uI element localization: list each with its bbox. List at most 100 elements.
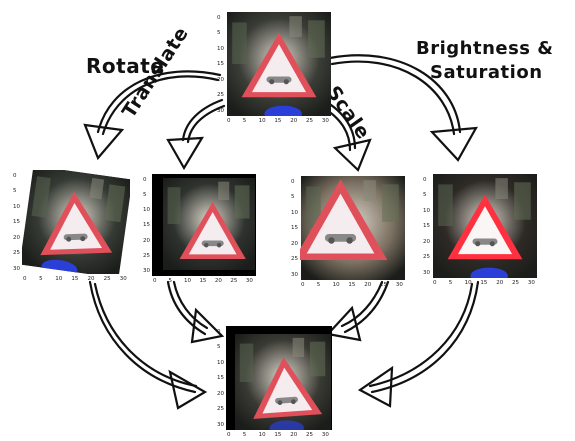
y-tick-label: 15: [143, 222, 150, 229]
x-tick-label: 20: [364, 282, 372, 288]
y-tick-label: 15: [423, 223, 430, 230]
x-tick-label: 5: [242, 118, 247, 124]
y-tick-label: 5: [217, 30, 221, 37]
x-tick-label: 5: [242, 432, 247, 438]
x-tick-label: 10: [55, 276, 63, 282]
x-tick-label: 15: [274, 432, 282, 438]
y-tick-label: 0: [217, 15, 221, 21]
y-tick-label: 0: [217, 329, 221, 335]
y-tick-label: 20: [291, 240, 298, 247]
y-tick-label: 10: [423, 207, 430, 214]
x-tick-label: 0: [23, 276, 27, 282]
y-tick-label: 10: [13, 203, 20, 210]
y-tick-label: 15: [217, 375, 224, 382]
x-tick-label: 10: [258, 118, 266, 124]
y-tick-label: 20: [423, 238, 430, 245]
x-tick-label: 0: [433, 280, 437, 286]
x-tick-label: 25: [103, 276, 111, 282]
x-tick-label: 25: [380, 282, 388, 288]
x-tick-label: 5: [316, 282, 321, 288]
y-tick-label: 20: [217, 76, 224, 83]
y-tick-label: 0: [143, 177, 147, 183]
image-frame: [22, 170, 130, 274]
x-tick-label: 5: [168, 278, 172, 284]
x-tick-label: 15: [274, 118, 282, 124]
x-tick-label: 20: [496, 280, 504, 286]
traffic-sign-image: [300, 176, 405, 280]
y-tick-label: 5: [291, 194, 295, 201]
x-tick-label: 0: [153, 278, 157, 284]
x-tick-label: 30: [527, 280, 535, 286]
rotate-arrow-icon: [83, 70, 222, 161]
x-tick-label: 25: [230, 278, 238, 284]
brightness-arrow-icon: [328, 54, 478, 162]
y-tick-label: 20: [143, 237, 150, 244]
y-tick-label: 0: [13, 173, 17, 179]
y-tick-label: 25: [217, 92, 224, 99]
y-tick-label: 30: [423, 269, 430, 276]
y-tick-label: 15: [291, 225, 298, 232]
x-tick-label: 20: [290, 118, 298, 124]
y-tick-label: 30: [143, 267, 150, 274]
x-tick-label: 20: [290, 432, 298, 438]
traffic-sign-image: [227, 12, 331, 116]
x-tick-label: 30: [119, 276, 127, 282]
image-frame: [300, 176, 406, 280]
y-tick-label: 0: [291, 179, 295, 185]
y-tick-label: 10: [217, 359, 224, 366]
x-tick-label: 20: [214, 278, 222, 284]
traffic-sign-image: [235, 334, 331, 430]
y-tick-label: 25: [217, 406, 224, 413]
x-tick-label: 15: [199, 278, 207, 284]
x-tick-label: 15: [71, 276, 79, 282]
image-frame: [432, 174, 538, 278]
x-tick-label: 0: [301, 282, 305, 288]
y-tick-label: 15: [217, 61, 224, 68]
translated-to-combined-arrow-icon: [166, 280, 225, 344]
y-tick-label: 5: [143, 192, 147, 199]
translate-arrow-icon: [166, 98, 226, 171]
y-tick-label: 20: [13, 234, 20, 241]
x-tick-label: 30: [321, 118, 329, 124]
x-tick-label: 20: [87, 276, 95, 282]
y-tick-label: 5: [423, 192, 427, 199]
x-tick-label: 10: [258, 432, 266, 438]
traffic-sign-image: [163, 178, 255, 270]
x-tick-label: 25: [306, 118, 314, 124]
y-tick-label: 20: [217, 390, 224, 397]
image-frame: [226, 326, 332, 430]
y-tick-label: 5: [13, 188, 17, 195]
x-tick-label: 0: [227, 118, 231, 124]
x-tick-label: 25: [512, 280, 520, 286]
y-tick-label: 10: [143, 207, 150, 214]
x-tick-label: 15: [480, 280, 488, 286]
rotated-to-combined-arrow-icon: [88, 280, 208, 410]
y-tick-label: 0: [423, 177, 427, 183]
y-tick-label: 30: [217, 421, 224, 428]
x-tick-label: 5: [448, 280, 453, 286]
scaled-to-combined-arrow-icon: [325, 280, 390, 342]
x-tick-label: 0: [227, 432, 231, 438]
x-tick-label: 5: [39, 276, 43, 282]
y-tick-label: 25: [423, 254, 430, 261]
y-tick-label: 5: [217, 344, 221, 351]
y-tick-label: 15: [13, 219, 20, 226]
brightness-label-line1: Brightness &: [416, 38, 554, 59]
x-tick-label: 10: [464, 280, 472, 286]
y-tick-label: 10: [217, 45, 224, 52]
x-tick-label: 30: [321, 432, 329, 438]
y-tick-label: 30: [217, 107, 224, 114]
x-tick-label: 10: [183, 278, 191, 284]
traffic-sign-image: [433, 174, 537, 278]
rotate-label: Rotate: [86, 54, 165, 78]
image-frame: [152, 174, 256, 276]
y-tick-label: 25: [143, 252, 150, 259]
x-tick-label: 30: [245, 278, 253, 284]
y-tick-label: 10: [291, 209, 298, 216]
x-tick-label: 15: [348, 282, 356, 288]
